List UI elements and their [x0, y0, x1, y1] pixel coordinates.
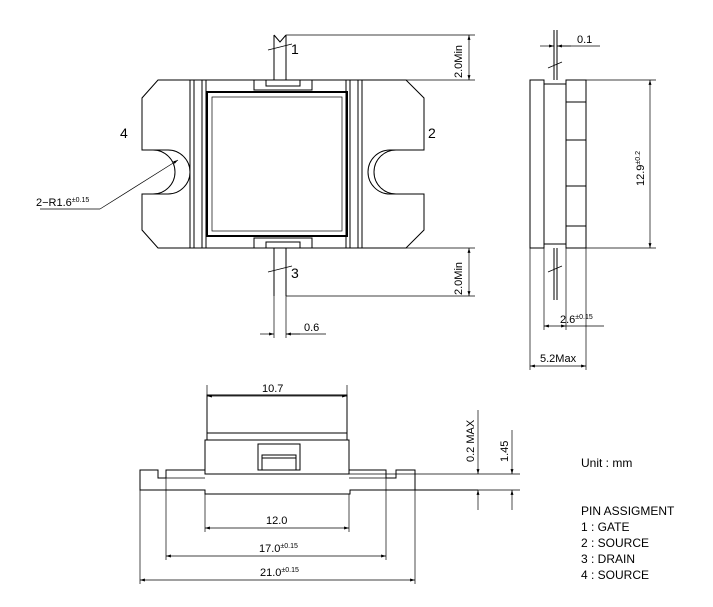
top-view: 1 2 3 4 2.0Min 2.0Min 0.6 2−R1.6±0.15	[36, 34, 475, 338]
slot-left	[142, 149, 191, 195]
dim-pin-width: 0.6	[304, 322, 319, 334]
pin-label-2: 2	[428, 125, 436, 141]
dim-lead-height: 1.45	[499, 441, 511, 462]
pin-label-1: 1	[291, 41, 299, 57]
dim-slot-spacing: 17.0±0.15	[259, 543, 298, 555]
side-lid	[565, 79, 587, 249]
dim-inner-width: 12.0	[266, 515, 287, 527]
flange-outline-right	[358, 79, 425, 249]
dim-flange-width: 21.0±0.15	[260, 567, 299, 579]
dim-total-height: 5.2Max	[540, 353, 577, 365]
dim-body-length: 12.9±0.2	[635, 151, 647, 186]
pin-label-3: 3	[291, 265, 299, 281]
pin-assignment-title: PIN ASSIGMENT	[581, 504, 675, 518]
dim-lead-thickness: 0.1	[577, 34, 592, 46]
dim-flange-thickness: 2.6±0.15	[560, 314, 593, 326]
side-view: 0.1 12.9±0.2 2.6±0.15 5.2Max	[529, 30, 656, 370]
pin-assignment-1: 1 : GATE	[581, 520, 630, 534]
side-flange	[529, 79, 545, 249]
pin-assignment-2: 2 : SOURCE	[581, 536, 650, 550]
lid-body	[206, 91, 348, 237]
dim-pin-length-top: 2.0Min	[453, 45, 465, 78]
front-view: 10.7 0.2 MAX 1.45 12.0 17.0±0.15 21.0±0.…	[139, 383, 520, 584]
dim-pin-length-bottom: 2.0Min	[453, 262, 465, 295]
pin-assignment-3: 3 : DRAIN	[581, 552, 636, 566]
flange-outline	[141, 79, 191, 249]
dim-lid-width: 10.7	[262, 383, 283, 395]
pin-label-4: 4	[120, 125, 128, 141]
dim-radius: 2−R1.6±0.15	[36, 197, 89, 209]
pin-1-lead	[273, 34, 287, 80]
slot-right	[373, 149, 424, 195]
pin-assignment-4: 4 : SOURCE	[581, 568, 650, 582]
dim-lead-offset: 0.2 MAX	[465, 419, 477, 462]
pin-3-lead	[273, 248, 287, 296]
unit-note: Unit : mm	[581, 456, 633, 470]
pin-assignment-legend: PIN ASSIGMENT 1 : GATE 2 : SOURCE 3 : DR…	[581, 503, 674, 583]
